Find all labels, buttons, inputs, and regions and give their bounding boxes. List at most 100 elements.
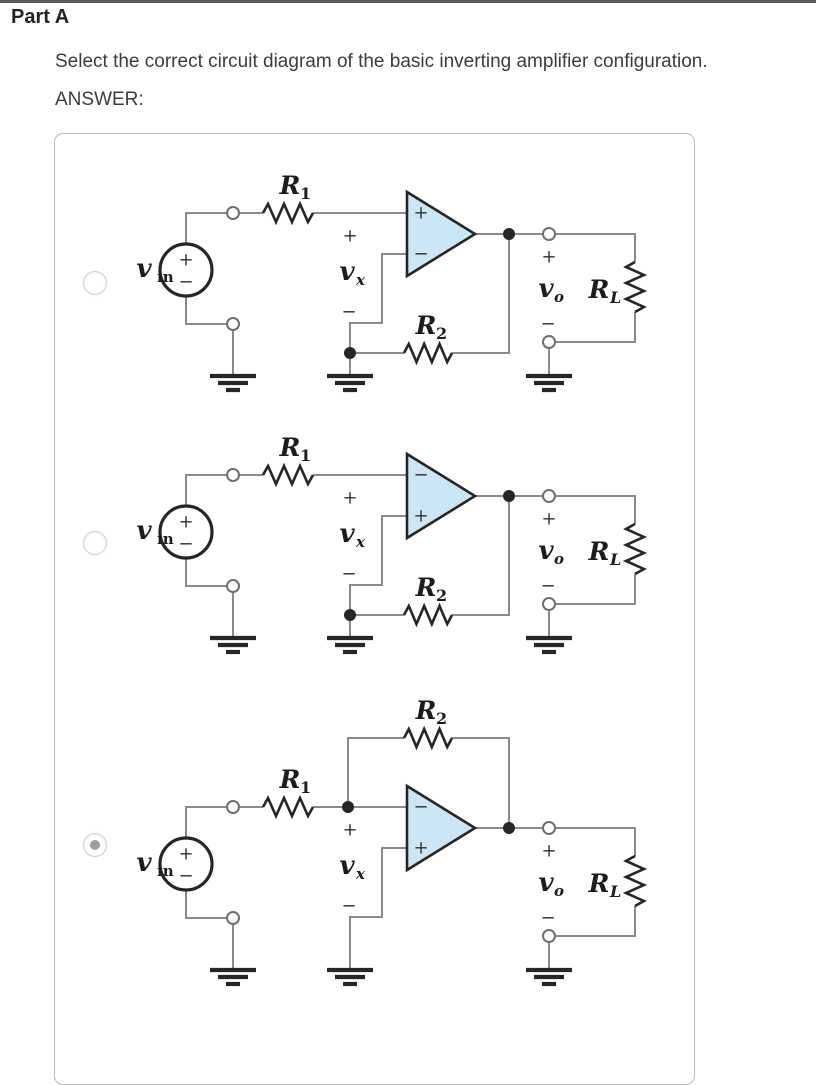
vx-minus-sign: − bbox=[341, 302, 356, 323]
open-terminal bbox=[542, 489, 556, 503]
ground-icon bbox=[327, 635, 373, 655]
opamp-top-input-sign: − bbox=[413, 797, 428, 818]
ground-icon bbox=[210, 635, 256, 655]
vx-plus-sign: + bbox=[342, 488, 357, 509]
radio-option-3[interactable] bbox=[83, 833, 107, 857]
answer-label: ANSWER: bbox=[55, 89, 144, 110]
open-terminal bbox=[226, 468, 240, 482]
vx-label-sub: x bbox=[355, 865, 366, 883]
wires bbox=[185, 474, 636, 638]
r1-label-sub: 1 bbox=[300, 446, 311, 465]
vin-label-sub: in bbox=[157, 530, 174, 548]
vo-minus-sign: − bbox=[540, 576, 555, 597]
junction-dot bbox=[342, 801, 354, 813]
vo-plus-sign: + bbox=[541, 841, 556, 862]
vx-label: v bbox=[339, 851, 355, 881]
vo-label-sub: o bbox=[554, 288, 564, 306]
open-terminal bbox=[542, 335, 556, 349]
ground-icon bbox=[210, 967, 256, 987]
junction-dot bbox=[344, 347, 356, 359]
r2-label: R bbox=[415, 696, 437, 725]
r2-label-sub: 2 bbox=[436, 709, 447, 728]
rl-label: R bbox=[588, 537, 610, 566]
vo-plus-sign: + bbox=[541, 247, 556, 268]
opamp-top-input-sign: − bbox=[413, 465, 428, 486]
r2-label-sub: 2 bbox=[436, 324, 447, 343]
vo-label: v bbox=[538, 536, 554, 566]
junction-dot bbox=[344, 609, 356, 621]
question-text: Select the correct circuit diagram of th… bbox=[55, 51, 708, 72]
vo-plus-sign: + bbox=[541, 509, 556, 530]
open-terminal bbox=[226, 579, 240, 593]
open-terminal bbox=[542, 929, 556, 943]
opamp-bottom-input-sign: + bbox=[413, 838, 428, 859]
source-minus-sign: − bbox=[178, 272, 193, 293]
source-plus-sign: + bbox=[178, 250, 193, 271]
vx-plus-sign: + bbox=[342, 820, 357, 841]
open-terminal bbox=[542, 821, 556, 835]
source-plus-sign: + bbox=[178, 844, 193, 865]
vin-label: v bbox=[136, 254, 152, 284]
r2-label: R bbox=[415, 311, 437, 340]
r2-label: R bbox=[415, 573, 437, 602]
vo-minus-sign: − bbox=[540, 314, 555, 335]
rl-label: R bbox=[588, 275, 610, 304]
opamp: +− bbox=[405, 189, 478, 279]
ground-icon bbox=[327, 373, 373, 393]
rl-label-sub: L bbox=[609, 882, 621, 901]
ground-icon bbox=[526, 373, 572, 393]
ground-icon bbox=[526, 967, 572, 987]
junction-dot bbox=[503, 822, 515, 834]
open-terminal bbox=[542, 227, 556, 241]
open-terminal bbox=[226, 317, 240, 331]
vx-plus-sign: + bbox=[342, 226, 357, 247]
ground-icon bbox=[526, 635, 572, 655]
opamp-bottom-input-sign: + bbox=[413, 506, 428, 527]
vo-minus-sign: − bbox=[540, 908, 555, 929]
vo-label: v bbox=[538, 868, 554, 898]
vo-label-sub: o bbox=[554, 882, 564, 900]
radio-option-2[interactable] bbox=[83, 531, 107, 555]
vin-label-sub: in bbox=[157, 862, 174, 880]
junction-dot bbox=[503, 490, 515, 502]
vin-label: v bbox=[136, 848, 152, 878]
r1-label: R bbox=[279, 433, 301, 462]
vo-label: v bbox=[538, 274, 554, 304]
vx-label: v bbox=[339, 519, 355, 549]
top-divider bbox=[0, 0, 816, 3]
radio-option-1[interactable] bbox=[83, 271, 107, 295]
vo-label-sub: o bbox=[554, 550, 564, 568]
r1-label: R bbox=[279, 765, 301, 794]
source-plus-sign: + bbox=[178, 512, 193, 533]
rl-label-sub: L bbox=[609, 550, 621, 569]
rl-label-sub: L bbox=[609, 288, 621, 307]
open-terminal bbox=[226, 206, 240, 220]
opamp: −+ bbox=[405, 783, 478, 873]
rl-label: R bbox=[588, 869, 610, 898]
r1-label-sub: 1 bbox=[300, 778, 311, 797]
vx-label-sub: x bbox=[355, 533, 366, 551]
vx-minus-sign: − bbox=[341, 896, 356, 917]
vx-label: v bbox=[339, 257, 355, 287]
vin-label-sub: in bbox=[157, 268, 174, 286]
